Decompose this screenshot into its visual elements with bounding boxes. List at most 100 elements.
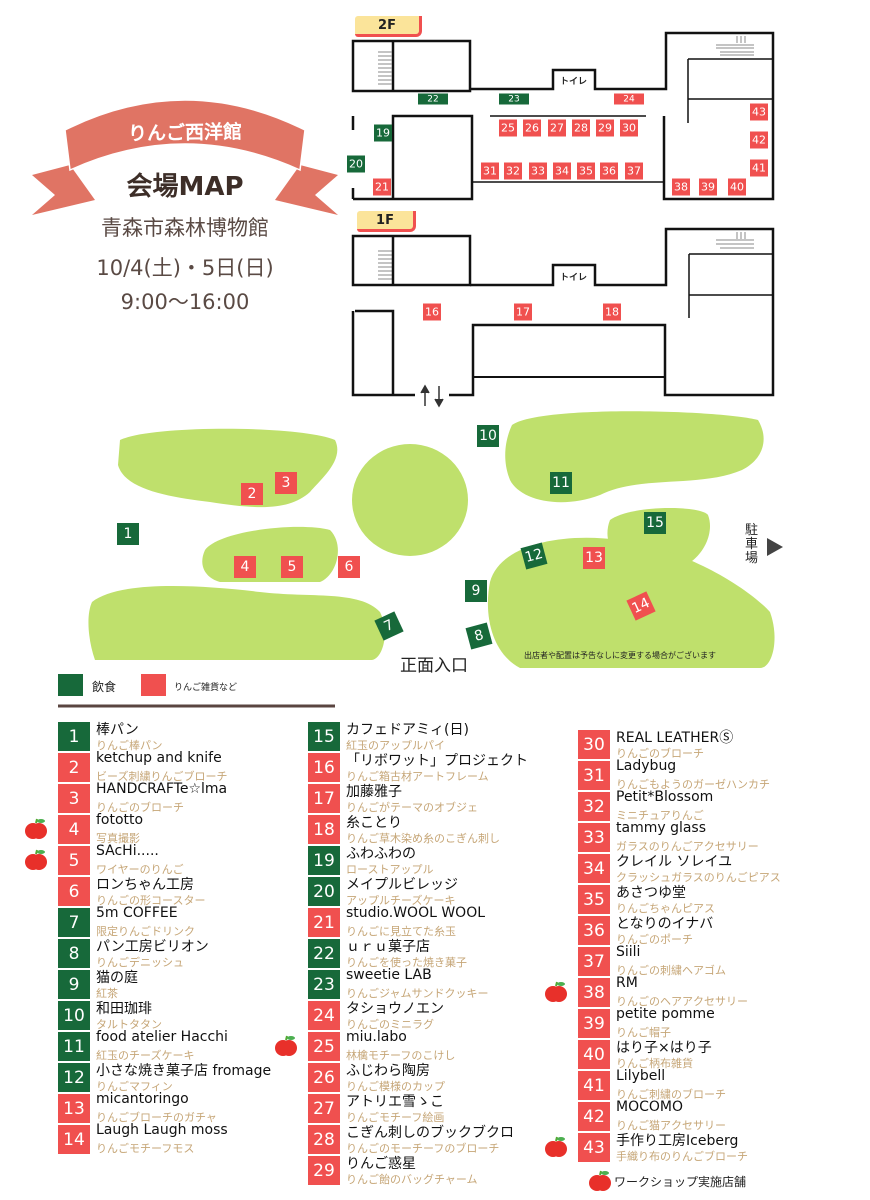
booth-number: 40 (578, 1040, 610, 1069)
booth-name: MOCOMO (616, 1099, 683, 1115)
event-hours: 9:00〜16:00 (120, 290, 250, 314)
booth-number: 26 (308, 1063, 340, 1092)
park-lawns (88, 411, 775, 668)
booth-item: りんごモチーフモス (96, 1142, 195, 1155)
venue-name: 青森市森林博物館 (101, 216, 269, 240)
booth-marker-31[interactable]: 31 (481, 162, 499, 180)
booth-number: 22 (308, 939, 340, 968)
booth-marker-28[interactable]: 28 (572, 119, 590, 137)
booth-number: 37 (578, 947, 610, 976)
toilet-label-2f: トイレ (560, 77, 588, 87)
booth-item: りんごの形コースター (96, 894, 206, 907)
booth-marker-40[interactable]: 40 (728, 178, 746, 196)
booth-marker-6[interactable]: 6 (338, 556, 360, 578)
booth-marker-39[interactable]: 39 (699, 178, 717, 196)
booth-number: 29 (308, 1156, 340, 1185)
booth-name: 小さな焼き菓子店 fromage (96, 1063, 272, 1079)
booth-name: Ladybug (616, 758, 677, 774)
booth-marker-23[interactable]: 23 (499, 93, 529, 105)
booth-marker-21[interactable]: 21 (373, 178, 391, 196)
booth-marker-38[interactable]: 38 (672, 178, 690, 196)
booth-number: 7 (58, 908, 90, 937)
booth-marker-11[interactable]: 11 (550, 472, 572, 494)
booth-marker-27[interactable]: 27 (548, 119, 566, 137)
booth-marker-18[interactable]: 18 (603, 303, 621, 321)
floor-2-tag: 2F (355, 16, 422, 37)
booth-number: 20 (308, 877, 340, 906)
booth-item: ガラスのりんごアクセサリー (616, 840, 759, 853)
booth-marker-4[interactable]: 4 (234, 556, 256, 578)
booth-item: アップルチーズケーキ (346, 894, 456, 907)
booth-name: Lilybell (616, 1068, 666, 1084)
booth-number: 8 (58, 939, 90, 968)
booth-marker-36[interactable]: 36 (600, 162, 618, 180)
workshop-apple-icon (25, 818, 47, 840)
booth-marker-34[interactable]: 34 (553, 162, 571, 180)
booth-marker-10[interactable]: 10 (477, 425, 499, 447)
booth-marker-33[interactable]: 33 (529, 162, 547, 180)
booth-name: 「リボワット」プロジェクト (346, 753, 528, 769)
booth-marker-30[interactable]: 30 (620, 119, 638, 137)
booth-item: 写真撮影 (96, 832, 140, 845)
booth-item: クラッシュガラスのりんごピアス (616, 871, 781, 884)
parking-arrow-icon (767, 538, 783, 556)
booth-name: HANDCRAFTe☆lma (96, 781, 228, 797)
booth-item: 紅玉のアップルパイ (346, 739, 445, 752)
booth-marker-25[interactable]: 25 (499, 119, 517, 137)
booth-marker-5[interactable]: 5 (281, 556, 303, 578)
booth-item: りんご猫アクセサリー (616, 1119, 726, 1132)
booth-marker-29[interactable]: 29 (596, 119, 614, 137)
booth-marker-15[interactable]: 15 (644, 512, 666, 534)
booth-name: studio.WOOL WOOL (346, 905, 486, 921)
booth-name: petite pomme (616, 1006, 715, 1022)
booth-marker-19[interactable]: 19 (374, 124, 392, 142)
booth-item: ビーズ刺繍りんごブローチ (96, 770, 228, 783)
booth-marker-41[interactable]: 41 (750, 159, 768, 177)
booth-item: りんごのヘアアクセサリー (616, 995, 748, 1008)
booth-number: 1 (58, 722, 90, 751)
booth-name: 加藤雅子 (346, 784, 402, 800)
booth-marker-42[interactable]: 42 (750, 131, 768, 149)
booth-number: 9 (58, 970, 90, 999)
booth-marker-17[interactable]: 17 (514, 303, 532, 321)
booth-item: タルトタタン (96, 1018, 162, 1031)
booth-number: 28 (308, 1125, 340, 1154)
booth-item: りんご模様のカップ (346, 1080, 445, 1093)
booth-item: りんごマフィン (96, 1080, 173, 1093)
booth-marker-35[interactable]: 35 (577, 162, 595, 180)
booth-marker-43[interactable]: 43 (750, 103, 768, 121)
booth-marker-22[interactable]: 22 (418, 93, 448, 105)
booth-number: 36 (578, 916, 610, 945)
legend-food-label: 飲食 (92, 680, 117, 694)
booth-marker-32[interactable]: 32 (504, 162, 522, 180)
booth-marker-13[interactable]: 13 (583, 547, 605, 569)
booth-item: りんごのモーチーフのブローチ (346, 1142, 500, 1155)
booth-marker-16[interactable]: 16 (423, 303, 441, 321)
booth-name: クレイル ソレイユ (616, 854, 733, 870)
booth-marker-2[interactable]: 2 (241, 483, 263, 505)
booth-marker-20[interactable]: 20 (347, 155, 365, 173)
booth-item: 林檎モチーフのこけし (346, 1049, 456, 1062)
booth-marker-37[interactable]: 37 (625, 162, 643, 180)
booth-number: 34 (578, 854, 610, 883)
booth-number: 42 (578, 1102, 610, 1131)
booth-marker-24[interactable]: 24 (614, 93, 644, 105)
workshop-apple-icon (589, 1170, 611, 1192)
booth-item: 限定りんごドリンク (96, 925, 195, 938)
booth-marker-1[interactable]: 1 (117, 523, 139, 545)
booth-marker-26[interactable]: 26 (523, 119, 541, 137)
booth-name: ふわふわの (346, 846, 416, 862)
booth-item: りんご帽子 (616, 1026, 671, 1039)
booth-name: Laugh Laugh moss (96, 1122, 228, 1138)
booth-marker-9[interactable]: 9 (465, 580, 487, 602)
booth-marker-3[interactable]: 3 (275, 472, 297, 494)
